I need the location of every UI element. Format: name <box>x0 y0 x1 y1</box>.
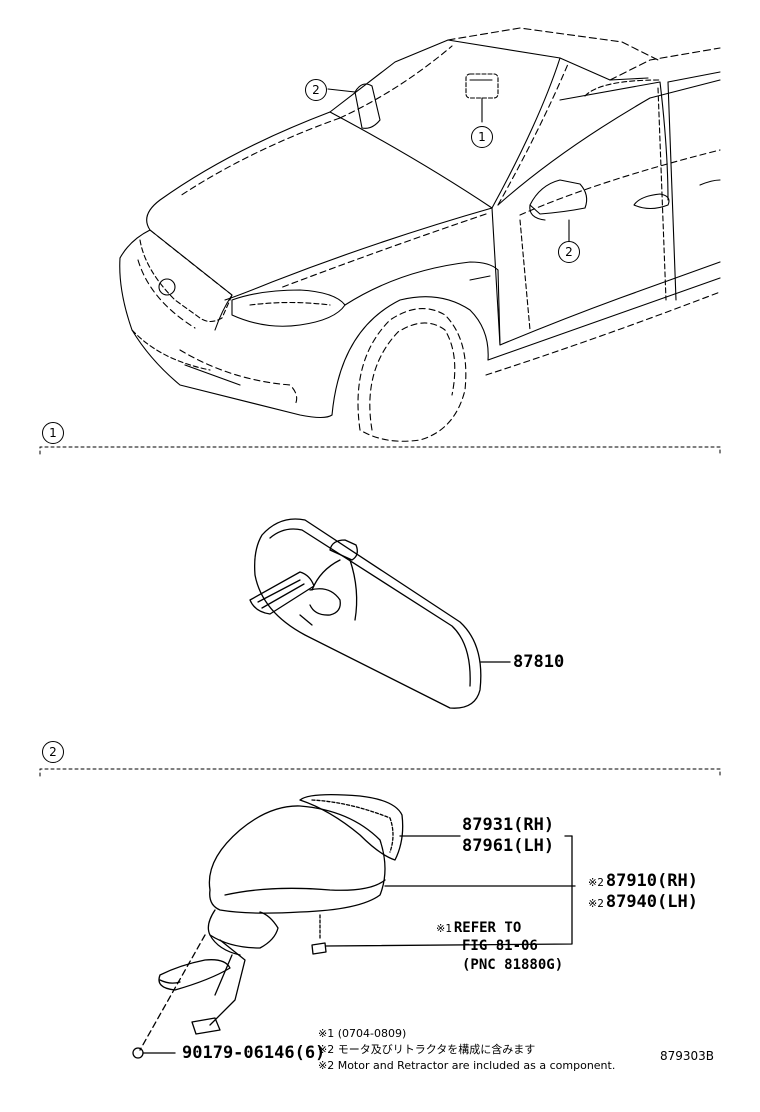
part-number-inner-mirror: 87810 <box>513 652 565 672</box>
section-divider-1 <box>39 446 721 455</box>
note-2-english: ※2 Motor and Retractor are included as a… <box>318 1059 616 1072</box>
refer-line-2: FIG 81-06 <box>462 938 538 954</box>
note-1: ※1 (0704-0809) <box>318 1027 407 1040</box>
part-number-outer-mirror-lh-text: 87940(LH) <box>605 892 698 912</box>
part-number-glass-rh: 87931(RH) <box>462 815 555 835</box>
part-number-outer-mirror-rh-text: 87910(RH) <box>605 871 698 891</box>
section-header-inner-mirror: 1 <box>42 422 64 444</box>
part-number-screw: 90179-06146(6) <box>182 1043 326 1063</box>
callout-outer-mirror-windshield: 2 <box>305 79 327 101</box>
part-number-glass-lh: 87961(LH) <box>462 836 555 856</box>
footnote-mark-1: ※1 <box>436 922 452 935</box>
callout-outer-mirror-door: 2 <box>558 241 580 263</box>
drawing-id: 879303B <box>660 1049 715 1063</box>
callout-inner-mirror: 1 <box>471 126 493 148</box>
footnote-mark-2: ※2 <box>588 876 604 889</box>
refer-line-1-text: REFER TO <box>453 920 522 936</box>
inner-mirror-drawing <box>249 518 511 709</box>
section-header-outer-mirror: 2 <box>42 741 64 763</box>
section-divider-2 <box>39 768 721 777</box>
car-illustration <box>119 27 721 442</box>
outer-mirror-drawing <box>132 794 576 1059</box>
footnote-mark-2: ※2 <box>588 897 604 910</box>
refer-line-3: (PNC 81880G) <box>462 957 564 973</box>
note-2-japanese: ※2 モータ及びリトラクタを構成に含みます <box>318 1043 536 1056</box>
